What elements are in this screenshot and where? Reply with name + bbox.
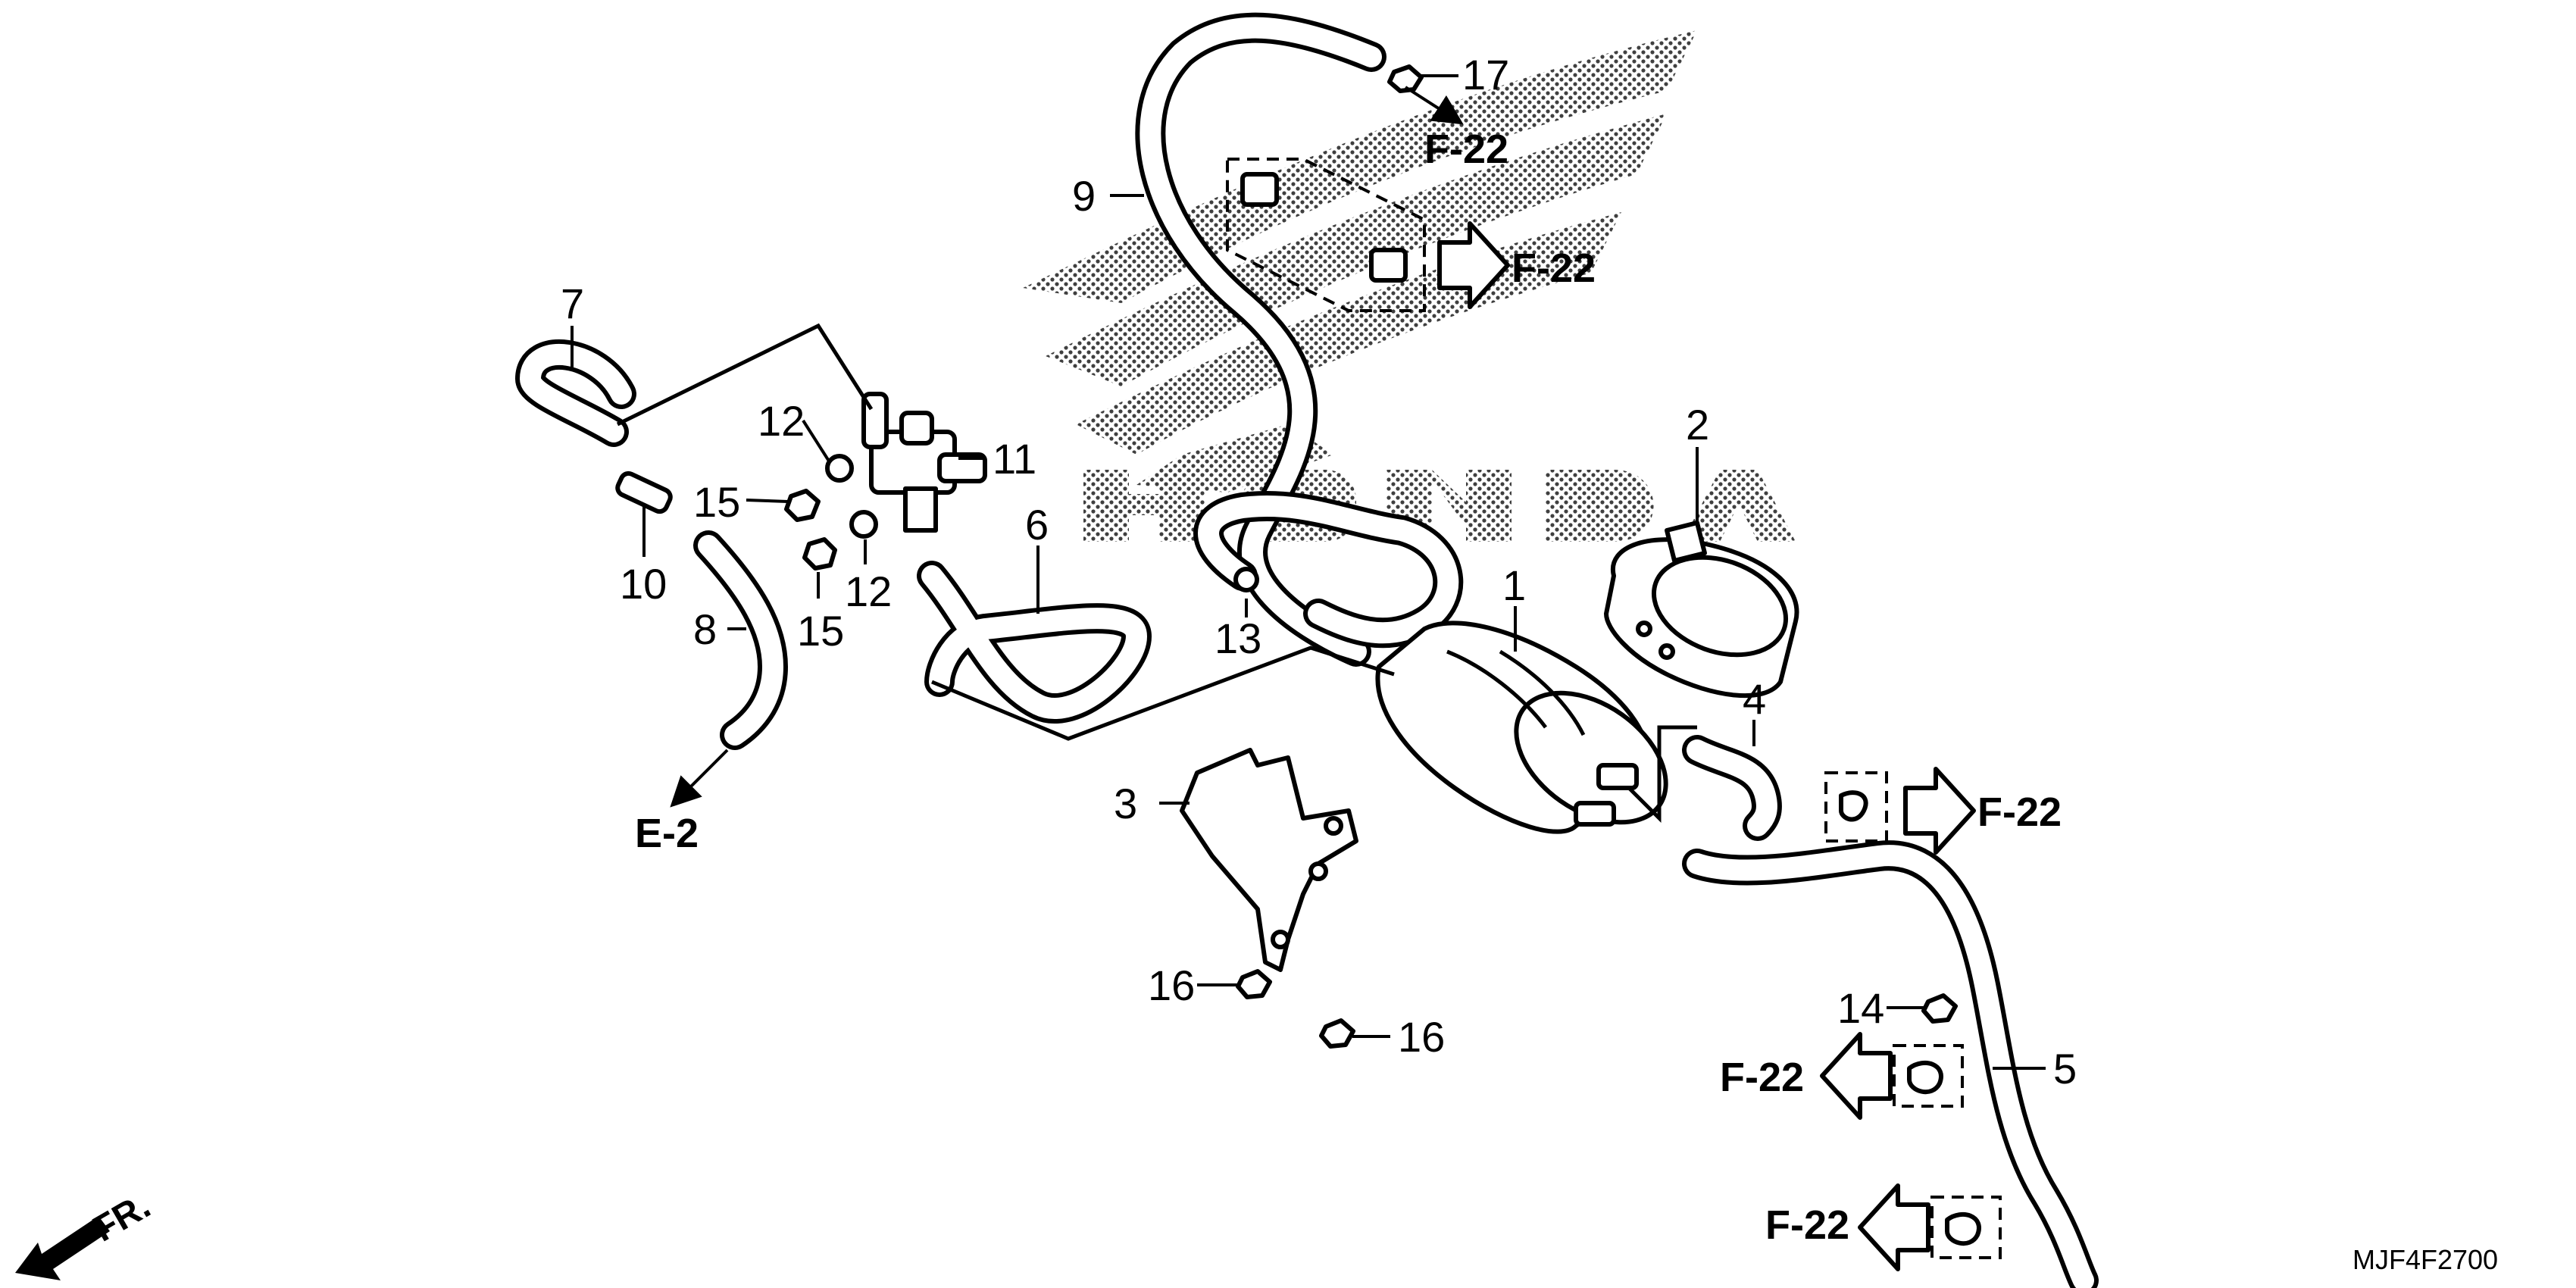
callout-2: 2 xyxy=(1686,401,1709,449)
part-1-canister xyxy=(1375,621,1668,834)
bolt-16a xyxy=(1236,969,1272,999)
ref-f22-mid-left[interactable]: F-22 xyxy=(1720,1055,1804,1100)
front-indicator: FR. xyxy=(15,1186,157,1280)
reference-labels: F-22 F-22 F-22 F-22 F-22 E-2 xyxy=(635,127,2062,1248)
nut-15b xyxy=(802,537,837,571)
front-arrow-icon xyxy=(15,1216,110,1280)
part-9-hose xyxy=(1135,12,1386,667)
callout-17: 17 xyxy=(1462,51,1509,98)
part-4-hose xyxy=(1682,735,1782,841)
bolt-16b xyxy=(1319,1018,1355,1049)
part-2-band xyxy=(1604,521,1799,699)
ref-arrow-upper xyxy=(1437,221,1510,309)
vent-hose xyxy=(1193,490,1464,649)
front-label: FR. xyxy=(86,1186,157,1250)
callout-12b: 12 xyxy=(845,567,892,615)
part-10-joint xyxy=(615,470,673,514)
part-3-stay xyxy=(1180,748,1358,972)
callout-15b: 15 xyxy=(797,607,844,655)
ref-arrow-right xyxy=(1903,767,1976,855)
callout-6: 6 xyxy=(1025,501,1049,549)
part-8-hose xyxy=(693,530,788,750)
nut-15a xyxy=(784,489,821,522)
ref-f22-upper-arrow[interactable]: F-22 xyxy=(1512,245,1596,291)
diagram-code: MJF4F2700 xyxy=(2352,1244,2498,1275)
ref-arrow-bottom-left xyxy=(1858,1183,1930,1271)
callout-5: 5 xyxy=(2053,1045,2077,1093)
callout-13: 13 xyxy=(1215,614,1261,662)
clip-17 xyxy=(1387,64,1424,93)
callout-16a: 16 xyxy=(1148,961,1195,1009)
ref-f22-right[interactable]: F-22 xyxy=(1977,789,2062,835)
leader-lines xyxy=(571,74,2046,1070)
callout-15a: 15 xyxy=(693,478,740,526)
callout-numbers: 17 9 7 12 11 15 12 15 10 8 6 13 1 2 4 3 … xyxy=(561,51,2077,1093)
ref-f22-top[interactable]: F-22 xyxy=(1424,127,1508,172)
callout-7: 7 xyxy=(561,280,584,327)
callout-11: 11 xyxy=(993,435,1036,483)
clip-14 xyxy=(1921,993,1958,1024)
ref-box-bottom-left xyxy=(1930,1196,2002,1259)
callout-16b: 16 xyxy=(1398,1013,1445,1061)
ref-box-right xyxy=(1824,771,1888,843)
part-11-purge-valve xyxy=(861,392,987,533)
clip-13 xyxy=(1233,567,1259,592)
callout-8: 8 xyxy=(693,605,717,653)
callout-12a: 12 xyxy=(758,397,805,445)
callout-14: 14 xyxy=(1837,984,1884,1032)
callout-3: 3 xyxy=(1114,780,1137,827)
part-7-u-hose xyxy=(515,339,636,447)
nut-12a xyxy=(825,454,854,483)
callout-1: 1 xyxy=(1502,561,1526,609)
ref-f22-bottom-left[interactable]: F-22 xyxy=(1765,1202,1849,1248)
ref-box-upper xyxy=(1226,158,1426,312)
callout-4: 4 xyxy=(1743,675,1766,723)
part-5-hose xyxy=(1682,840,2099,1288)
part-6-hose xyxy=(917,561,1152,724)
callout-10: 10 xyxy=(620,560,667,608)
nut-12b xyxy=(849,510,878,539)
ref-arrow-mid-left xyxy=(1820,1032,1893,1120)
callout-9: 9 xyxy=(1072,172,1096,220)
ref-e2[interactable]: E-2 xyxy=(635,811,699,856)
ref-box-mid-left xyxy=(1893,1044,1964,1108)
